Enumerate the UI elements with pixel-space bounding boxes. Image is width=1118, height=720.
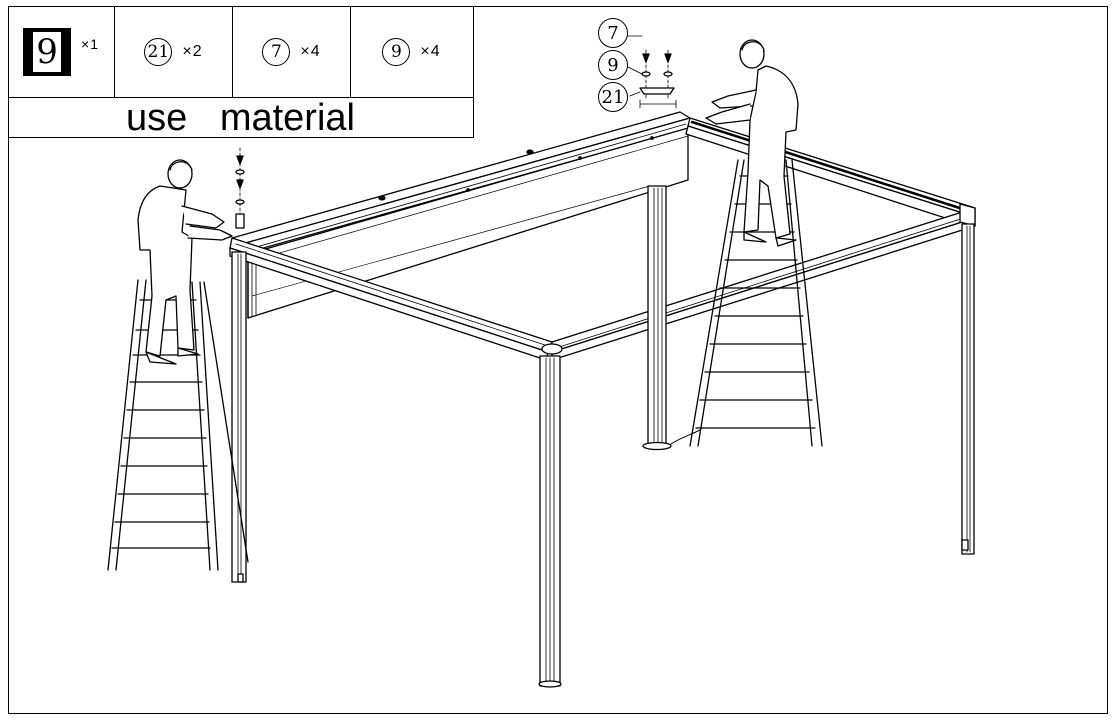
callout-part: 21 (598, 82, 628, 112)
right-worker (705, 39, 799, 247)
part-quantity: ×4 (300, 43, 321, 60)
part-quantity: ×1 (81, 36, 99, 52)
part-quantity: ×4 (420, 43, 441, 60)
left-bolt-stack (235, 147, 245, 229)
post-front-right (961, 223, 975, 555)
part-number-badge: 7 (262, 38, 291, 66)
part-cell-boxed: 9 ×1 (8, 6, 115, 98)
part-cell: 21 ×2 (115, 6, 233, 98)
table-caption: use material (126, 96, 355, 139)
callout-part: 9 (598, 50, 628, 80)
left-worker (137, 159, 233, 365)
callout-part: 7 (598, 18, 628, 48)
post-front (538, 355, 562, 688)
part-cell: 9 ×4 (351, 6, 472, 98)
boxed-part-label: 9 (33, 32, 62, 72)
parts-row: 9 ×1 21 ×2 7 ×4 9 ×4 (8, 6, 473, 98)
post-back-right (642, 185, 701, 451)
right-bolt-stack (625, 35, 677, 109)
parts-table: 9 ×1 21 ×2 7 ×4 9 ×4 use material (8, 6, 474, 139)
left-ladder (107, 279, 249, 571)
part-number-badge: 9 (382, 38, 411, 66)
page-frame (8, 6, 1108, 714)
back-beam (231, 111, 691, 319)
part-cell: 7 ×4 (233, 6, 351, 98)
boxed-part-icon: 9 (23, 28, 72, 76)
part-number-badge: 21 (144, 38, 173, 66)
part-quantity: ×2 (182, 43, 203, 60)
post-back-left (231, 251, 247, 583)
